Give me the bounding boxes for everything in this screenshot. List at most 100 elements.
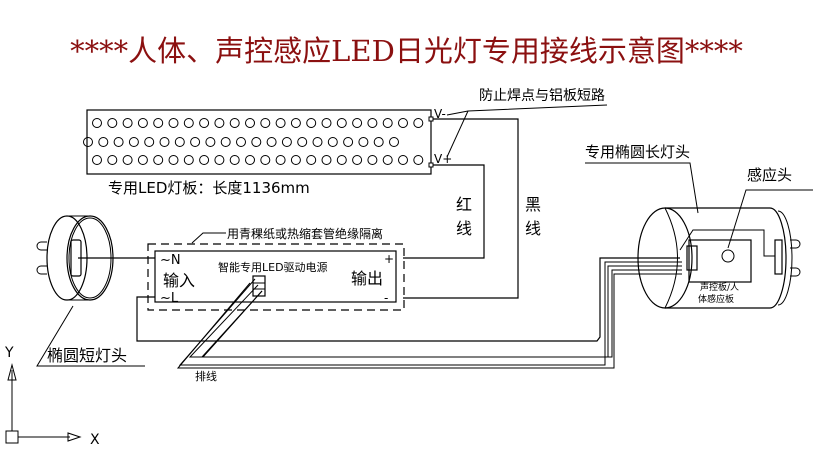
solder-note: 防止焊点与铝板短路: [446, 88, 608, 158]
led-dot: [107, 118, 118, 128]
led-dot: [312, 137, 323, 147]
sensor-board-label-1: 声控板/人: [700, 281, 739, 293]
led-dot: [358, 137, 369, 147]
led-dot: [122, 155, 133, 165]
led-dot: [336, 155, 347, 165]
led-dot: [183, 118, 194, 128]
led-dot: [168, 118, 179, 128]
red-wire-label-1: 红: [456, 195, 472, 214]
note-leader-line-2: [446, 110, 469, 158]
led-dot: [321, 118, 332, 128]
short-cap-label: 椭圆短灯头: [47, 346, 127, 365]
note-leader-line: [446, 104, 608, 116]
input-n-label: ~N: [160, 253, 181, 268]
led-dot: [245, 155, 255, 165]
black-wire-label-2: 线: [525, 219, 541, 238]
led-dot: [190, 137, 201, 147]
red-wire: [403, 164, 485, 259]
led-dot: [266, 137, 277, 147]
led-dot: [382, 155, 393, 165]
sensor-leader: [727, 189, 813, 249]
y-axis-arrow: [7, 363, 17, 381]
l-wire: [136, 257, 680, 342]
long-lamp-cap: 声控板/人 体感应板 专用椭圆长灯头 感应头: [585, 143, 813, 309]
cap-terminal: [70, 239, 82, 277]
red-wire-label-2: 线: [456, 219, 472, 238]
ribbon-wire: [178, 261, 682, 366]
led-dot: [251, 137, 262, 147]
terminal-v-plus: [428, 162, 434, 168]
led-dot: [229, 118, 240, 128]
led-dot: [260, 155, 271, 165]
led-dot: [382, 118, 393, 128]
sensor-board: [688, 239, 752, 283]
insulation-note: 用青稞纸或热缩套管绝缘隔离: [227, 226, 383, 241]
short-lamp-cap: 椭圆短灯头: [36, 215, 145, 367]
led-dot: [245, 118, 255, 128]
led-dot: [275, 155, 286, 165]
sensor-label: 感应头: [747, 166, 792, 184]
led-dot: [281, 137, 292, 147]
led-dot: [260, 118, 271, 128]
ribbon-wire: [201, 269, 682, 358]
led-dot: [236, 137, 246, 147]
led-dot: [128, 137, 139, 147]
led-dot: [205, 137, 216, 147]
long-cap-pin: [790, 267, 801, 277]
led-dot: [183, 155, 194, 165]
led-dot: [413, 155, 424, 165]
sensor-wire: [679, 229, 775, 257]
driver-name: 智能专用LED驱动电源: [218, 260, 328, 274]
led-board: V- V+ 专用LED灯板：长度1136mm: [83, 107, 452, 197]
led-dot: [92, 155, 102, 165]
led-dot: [398, 118, 408, 128]
solder-note-label: 防止焊点与铝板短路: [479, 88, 605, 104]
led-dot: [220, 137, 231, 147]
led-dot: [168, 155, 179, 165]
long-cap-pin: [790, 239, 801, 249]
ribbon-connector: [252, 275, 266, 297]
led-dot: [275, 118, 286, 128]
output-minus-label: -: [384, 291, 388, 305]
led-dot: [98, 137, 109, 147]
led-dot: [297, 137, 308, 147]
led-dot: [153, 155, 164, 165]
led-dot: [214, 155, 225, 165]
led-driver: 用青稞纸或热缩套管绝缘隔离 智能专用LED驱动电源 ~N ~L 输入 输出 + …: [147, 226, 405, 311]
input-label: 输入: [163, 271, 195, 290]
led-dot: [398, 155, 408, 165]
insulation-leader: [191, 232, 226, 244]
diagram-title: ****人体、声控感应LED日光灯专用接线示意图****: [70, 34, 743, 68]
led-dot: [199, 155, 210, 165]
v-minus-label: V-: [434, 107, 446, 121]
led-dot: [343, 137, 354, 147]
ribbon-wire: [188, 265, 682, 358]
led-dot: [229, 155, 240, 165]
long-cap-curve: [664, 207, 678, 309]
led-dot: [92, 118, 102, 128]
y-axis-label: Y: [4, 345, 14, 361]
cap-pin: [36, 265, 47, 275]
led-dot: [107, 155, 118, 165]
led-dot: [137, 155, 148, 165]
output-plus-label: +: [384, 252, 394, 266]
ribbon-cable: 排线: [176, 261, 682, 383]
ribbon-label: 排线: [195, 369, 217, 383]
long-cap-label: 专用椭圆长灯头: [585, 143, 690, 161]
long-cap-terminal: [774, 239, 783, 275]
led-dot: [290, 155, 301, 165]
led-dot: [153, 118, 164, 128]
v-plus-label: V+: [434, 152, 452, 166]
x-axis-label: X: [90, 432, 100, 448]
sensor-board-connector: [686, 245, 698, 271]
led-dot: [373, 137, 384, 147]
origin-box: [5, 430, 19, 444]
led-dot: [367, 118, 378, 128]
led-dot: [352, 118, 363, 128]
led-dot: [321, 155, 332, 165]
led-dot: [306, 118, 317, 128]
led-dot: [389, 137, 399, 147]
led-dot: [327, 137, 338, 147]
led-dot: [174, 137, 185, 147]
